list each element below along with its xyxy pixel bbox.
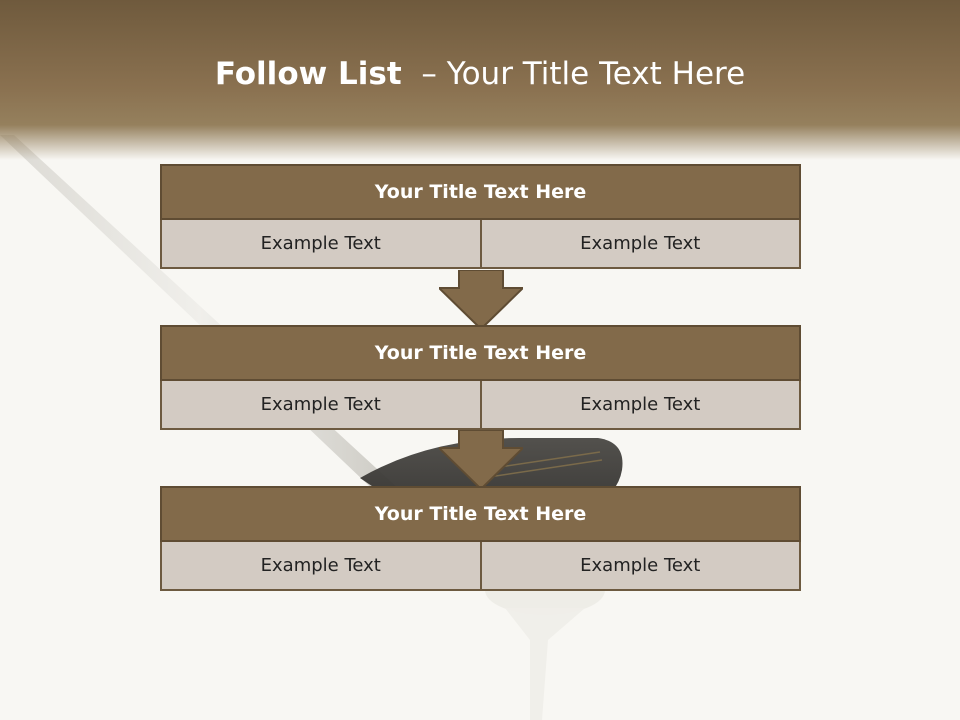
list-block-cell-right: Example Text [479,381,801,430]
list-block-cell-left: Example Text [160,542,482,591]
list-block-2: Your Title Text Here Example Text Exampl… [160,325,801,430]
slide-title: Follow List – Your Title Text Here [0,56,960,92]
list-block-cell-right: Example Text [479,220,801,269]
list-block-title: Your Title Text Here [160,486,801,542]
list-block-cell-left: Example Text [160,381,482,430]
list-block-1: Your Title Text Here Example Text Exampl… [160,164,801,269]
list-block-cell-right: Example Text [479,542,801,591]
list-block-title: Your Title Text Here [160,325,801,381]
list-block-cell-left: Example Text [160,220,482,269]
slide-title-rest: – Your Title Text Here [401,56,746,92]
list-block-title: Your Title Text Here [160,164,801,220]
down-arrow-icon [439,430,523,490]
down-arrow-icon [439,270,523,330]
slide-title-bold: Follow List [214,56,402,92]
title-banner [0,0,960,160]
list-block-3: Your Title Text Here Example Text Exampl… [160,486,801,591]
